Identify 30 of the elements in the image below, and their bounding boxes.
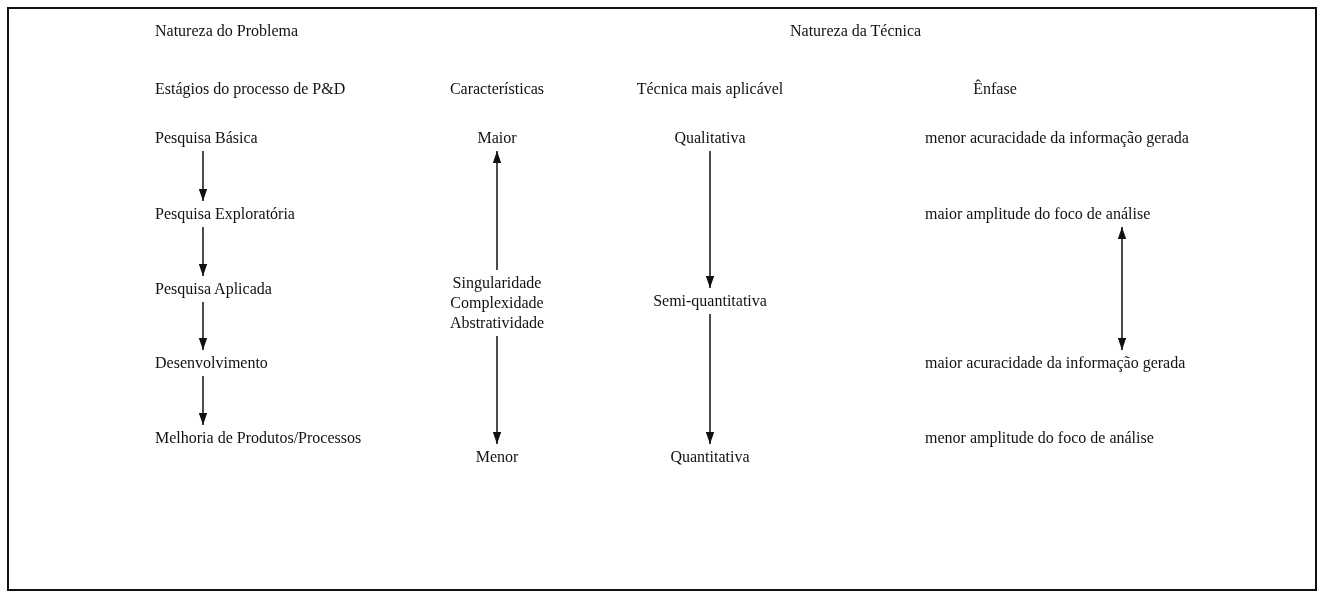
node-text: Pesquisa Aplicada: [155, 279, 272, 299]
arrow: [705, 313, 715, 445]
arrow: [198, 301, 208, 351]
node-text: maior amplitude do foco de análise: [925, 204, 1151, 224]
section-heading: Natureza do Problema: [155, 22, 299, 39]
column-heading: Ênfase: [973, 80, 1017, 97]
arrow: [198, 226, 208, 277]
node-text: Singularidade Complexidade Abstratividade: [448, 273, 546, 333]
node-text: menor amplitude do foco de análise: [925, 428, 1154, 448]
arrow: [198, 150, 208, 202]
node-text: Desenvolvimento: [155, 353, 268, 373]
node-text: Qualitativa: [674, 128, 746, 148]
double-arrow: [1117, 226, 1127, 351]
node-text: Semi-quantitativa: [653, 291, 767, 311]
node-text: menor acuracidade da informação gerada: [925, 128, 1189, 148]
node-text: Menor: [475, 447, 519, 467]
node-text: Pesquisa Básica: [155, 128, 258, 148]
column-heading: Características: [449, 80, 545, 97]
arrow: [198, 375, 208, 426]
node-text: Pesquisa Exploratória: [155, 204, 295, 224]
node-text: Quantitativa: [670, 447, 750, 467]
section-heading: Natureza da Técnica: [790, 22, 922, 39]
arrow: [705, 150, 715, 289]
arrow: [492, 335, 502, 445]
column-heading: Estágios do processo de P&D: [155, 80, 346, 97]
arrow: [492, 150, 502, 271]
node-text: Maior: [477, 128, 517, 148]
node-text: maior acuracidade da informação gerada: [925, 353, 1186, 373]
node-text: Melhoria de Produtos/Processos: [155, 428, 362, 448]
column-heading: Técnica mais aplicável: [636, 80, 784, 97]
